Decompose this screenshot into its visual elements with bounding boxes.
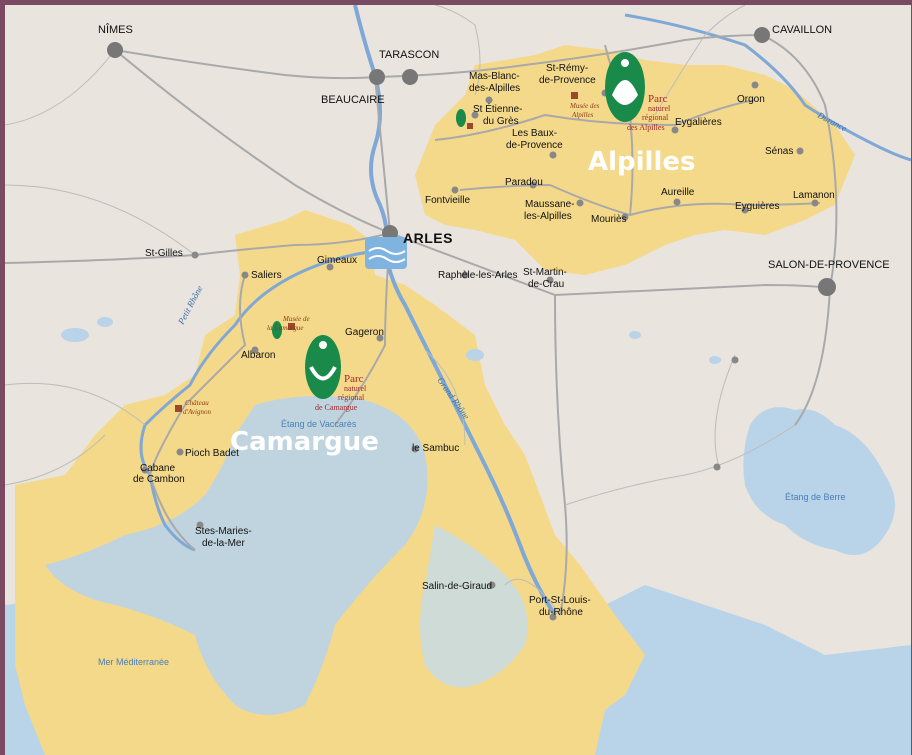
park-logo-icon xyxy=(605,52,645,122)
pond xyxy=(61,328,89,342)
water-label-vaccares: Étang de Vaccarès xyxy=(281,419,357,429)
pond xyxy=(97,317,113,327)
river-label-petit-rhone: Petit Rhône xyxy=(175,284,204,327)
petit-rhone xyxy=(139,248,386,552)
park-label-camargue: naturel xyxy=(344,384,367,393)
town-label: Stes-Maries- xyxy=(195,526,252,537)
town-label: Albaron xyxy=(241,350,275,361)
town-label: Maussane- xyxy=(525,199,574,210)
region-label-alpilles: Alpilles xyxy=(588,147,696,177)
camargue-lagoons xyxy=(45,396,428,715)
region-label-camargue: Camargue xyxy=(230,427,379,457)
town-label: St-Martin- xyxy=(523,267,567,278)
city-label-salon: SALON-DE-PROVENCE xyxy=(768,259,890,271)
town-label: de-Crau xyxy=(528,279,564,290)
museum-label: d'Avignon xyxy=(183,408,211,416)
city-label-cavaillon: CAVAILLON xyxy=(772,24,832,36)
park-label-camargue: régional xyxy=(338,393,365,402)
museum-icon xyxy=(175,92,578,412)
river-logo-icon xyxy=(365,237,407,269)
town-label: du-Rhône xyxy=(539,607,583,618)
city-label-arles: ARLES xyxy=(403,230,453,246)
park-label-camargue: de Camargue xyxy=(315,403,358,412)
town-label: Gageron xyxy=(345,327,384,338)
town-label: Mas-Blanc- xyxy=(469,71,520,82)
town-label: Raphèle-les-Arles xyxy=(438,270,517,281)
town-label: de-Provence xyxy=(506,140,563,151)
town-label: le Sambuc xyxy=(412,443,459,454)
town-label: Les Baux- xyxy=(512,128,557,139)
town-label: des-Alpilles xyxy=(469,83,520,94)
pond xyxy=(709,356,721,364)
town-label: Saliers xyxy=(251,270,282,281)
town-label: Orgon xyxy=(737,94,765,105)
town-label: Mouriès xyxy=(591,214,627,225)
town-label: St Étienne- xyxy=(473,102,522,115)
town-label: Fontvieille xyxy=(425,195,470,206)
museum-label: Musée de xyxy=(282,315,310,323)
park-logo-icon xyxy=(305,335,341,399)
etang-de-berre xyxy=(743,407,895,555)
town-label: Eyguières xyxy=(735,201,779,212)
camargue-lagoons-east xyxy=(420,525,528,688)
museum-label: Château xyxy=(185,399,209,407)
park-label-alpilles: régional xyxy=(642,113,669,122)
town-label: Cabane xyxy=(140,463,175,474)
city-label-beaucaire: BEAUCAIRE xyxy=(321,94,385,106)
museum-label: Alpilles xyxy=(571,111,594,119)
town-label: Paradou xyxy=(505,177,543,188)
town-label: St-Gilles xyxy=(145,248,183,259)
town-label: Salin-de-Giraud xyxy=(422,581,492,592)
map-canvas: Camargue Alpilles ARLES NÎMES CAVAILLON … xyxy=(5,5,911,755)
town-label: Aureille xyxy=(661,187,695,198)
town-label: Port-St-Louis- xyxy=(529,595,591,606)
park-label-alpilles: naturel xyxy=(648,104,671,113)
town-label: du Grès xyxy=(483,116,519,127)
durance-river xyxy=(624,13,911,162)
park-small-icon xyxy=(272,109,466,339)
pond xyxy=(466,349,484,361)
town-label: Eygalières xyxy=(675,117,722,128)
city-label-tarascon: TARASCON xyxy=(379,49,439,61)
water-label-mer: Mer Méditerranée xyxy=(98,657,169,667)
park-label-alpilles: des Alpilles xyxy=(627,123,665,132)
minor-roads xyxy=(5,5,796,616)
rhone-river xyxy=(353,5,557,617)
town-label: les-Alpilles xyxy=(524,211,572,222)
town-label: de Cambon xyxy=(133,474,185,485)
town-label: Sénas xyxy=(765,146,793,157)
museum-label: la Camargue xyxy=(267,324,304,332)
water-label-berre: Étang de Berre xyxy=(785,492,846,502)
town-label: Gimeaux xyxy=(317,255,357,266)
town-dots xyxy=(141,81,819,621)
pond xyxy=(629,331,641,339)
park-label-camargue: Parc xyxy=(344,373,364,385)
town-label: de-Provence xyxy=(539,75,596,86)
museum-label: Musée des xyxy=(569,102,600,110)
city-label-nimes: NÎMES xyxy=(98,23,133,36)
town-label: Lamanon xyxy=(793,190,835,201)
map[interactable]: Camargue Alpilles ARLES NÎMES CAVAILLON … xyxy=(5,5,911,755)
town-label: St-Rémy- xyxy=(546,63,588,74)
town-label: de-la-Mer xyxy=(202,538,245,549)
park-label-alpilles: Parc xyxy=(648,93,668,105)
town-label: Pioch Badet xyxy=(185,448,239,459)
